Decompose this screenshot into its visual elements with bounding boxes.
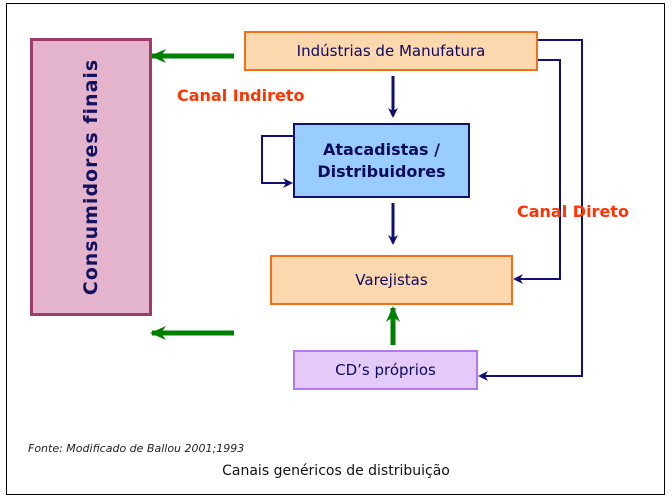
node-atacadistas-label-line1: Atacadistas / bbox=[323, 139, 440, 159]
node-cds-proprios: CD’s próprios bbox=[293, 350, 478, 390]
node-consumidores-finais: Consumidores finais bbox=[30, 38, 152, 316]
node-varejistas-label: Varejistas bbox=[355, 271, 428, 289]
node-atacadistas-label-line2: Distribuidores bbox=[317, 161, 446, 181]
arrow-atacadistas-self-loop bbox=[261, 135, 293, 188]
node-cds-label: CD’s próprios bbox=[335, 361, 436, 379]
label-canal-direto: Canal Direto bbox=[517, 202, 629, 221]
node-industrias-label: Indústrias de Manufatura bbox=[296, 42, 486, 60]
figure-caption: Canais genéricos de distribuição bbox=[222, 463, 450, 479]
node-industrias-manufatura: Indústrias de Manufatura bbox=[244, 31, 538, 71]
arrow-industrias-to-varejistas bbox=[513, 59, 561, 284]
node-atacadistas-distribuidores: Atacadistas / Distribuidores bbox=[293, 123, 470, 198]
arrow-industrias-to-cds bbox=[478, 39, 583, 381]
node-varejistas: Varejistas bbox=[270, 255, 513, 305]
label-canal-indireto: Canal Indireto bbox=[177, 86, 305, 105]
node-consumidores-label: Consumidores finais bbox=[80, 58, 103, 296]
source-note: Fonte: Modificado de Ballou 2001;1993 bbox=[28, 442, 245, 455]
